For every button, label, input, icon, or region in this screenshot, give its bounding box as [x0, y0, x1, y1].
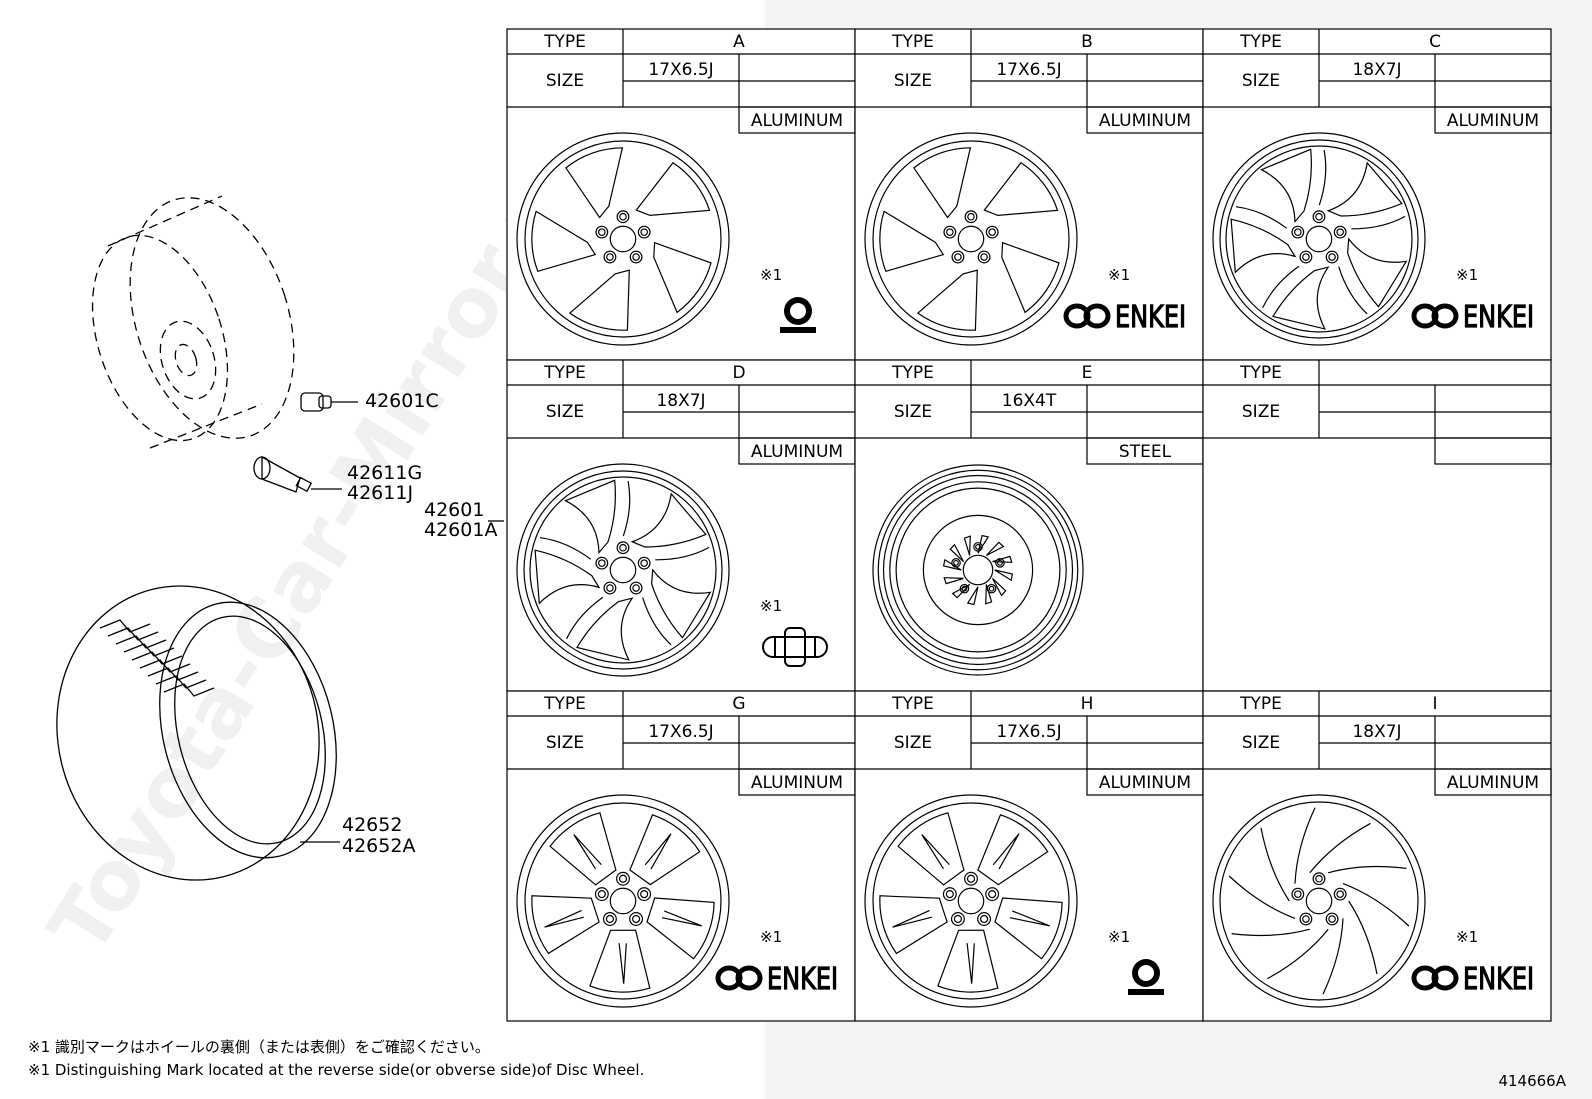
material-value: ALUMINUM	[1099, 773, 1191, 793]
wheel-curved-spoke-icon	[516, 463, 730, 677]
type-label: TYPE	[543, 32, 586, 52]
size-label: SIZE	[546, 402, 584, 422]
part-label-wheel-2: 42601A	[424, 519, 497, 541]
type-value: E	[1082, 363, 1093, 383]
size-value: 17X6.5J	[648, 60, 713, 80]
note-english: ※1 Distinguishing Mark located at the re…	[28, 1061, 644, 1079]
type-label: TYPE	[543, 694, 586, 714]
wheel-cell-d: TYPE SIZE D 18X7J ALUMINUM ※1	[506, 359, 856, 692]
left-parts	[56, 195, 504, 881]
type-label: TYPE	[1239, 694, 1282, 714]
enkei-logo: ENKEI	[1411, 300, 1535, 335]
type-value: I	[1432, 694, 1437, 714]
footnotes: ※1 識別マークはホイールの裏側（または表側）をご確認ください。 ※1 Dist…	[28, 1038, 644, 1079]
material-value: ALUMINUM	[1099, 111, 1191, 131]
callouts: 42601C 42611G 42611J 42601 42601A 42652 …	[342, 390, 497, 857]
type-value: G	[732, 694, 745, 714]
type-label: TYPE	[891, 694, 934, 714]
wheel-cell-blank: TYPE SIZE	[1202, 359, 1552, 692]
size-label: SIZE	[894, 733, 932, 753]
size-value: 17X6.5J	[996, 60, 1061, 80]
mark-ref: ※1	[1108, 928, 1130, 946]
enkei-logo: ENKEI	[715, 962, 839, 997]
round-mark-icon	[780, 297, 816, 333]
enkei-logo: ENKEI	[1063, 300, 1187, 335]
material-value: ALUMINUM	[751, 111, 843, 131]
type-label: TYPE	[891, 32, 934, 52]
wheel-type-table: TYPESIZEA17X6.5JALUMINUM※1TYPESIZEB17X6.…	[506, 28, 1552, 1022]
type-label: TYPE	[1239, 32, 1282, 52]
part-label-valve-1: 42611G	[347, 462, 422, 484]
hub-cap-icon	[300, 392, 358, 412]
material-value: ALUMINUM	[751, 773, 843, 793]
capsule-mark-icon	[762, 627, 828, 667]
size-label: SIZE	[546, 71, 584, 91]
material-value: STEEL	[1119, 442, 1172, 462]
wheel-outline	[91, 195, 295, 449]
type-label: TYPE	[891, 363, 934, 383]
enkei-text: ENKEI	[1463, 962, 1534, 996]
enkei-text: ENKEI	[1463, 300, 1534, 334]
type-value: D	[732, 363, 745, 383]
size-value: 18X7J	[1352, 722, 1401, 742]
size-label: SIZE	[1242, 71, 1280, 91]
part-label-tire-1: 42652	[342, 814, 402, 836]
size-value: 18X7J	[656, 391, 705, 411]
type-value: H	[1081, 694, 1094, 714]
enkei-text: ENKEI	[1115, 300, 1186, 334]
wheel-5-twin-spoke-icon	[864, 132, 1078, 346]
tire-icon	[56, 585, 340, 881]
material-value: ALUMINUM	[1447, 773, 1539, 793]
wheel-5-star-spoke-icon	[864, 794, 1078, 1008]
mark-ref: ※1	[1456, 266, 1478, 284]
size-label: SIZE	[894, 402, 932, 422]
size-label: SIZE	[894, 71, 932, 91]
wheel-cell-h: TYPE SIZE H 17X6.5J ALUMINUM ※1	[854, 690, 1204, 1022]
size-value: 16X4T	[1002, 391, 1057, 411]
wheel-5-twin-spoke-icon	[516, 132, 730, 346]
type-value: B	[1081, 32, 1093, 52]
mark-ref: ※1	[760, 928, 782, 946]
wheel-curved-spoke-icon	[1212, 132, 1426, 346]
size-label: SIZE	[546, 733, 584, 753]
mark-ref: ※1	[1108, 266, 1130, 284]
diagram-id: 414666A	[1498, 1072, 1566, 1090]
part-label-valve-2: 42611J	[347, 482, 413, 504]
size-value: 17X6.5J	[996, 722, 1061, 742]
type-value: C	[1429, 32, 1441, 52]
part-label-tire-2: 42652A	[342, 835, 415, 857]
wheel-steel-spare-icon	[872, 464, 1084, 676]
material-value: ALUMINUM	[1447, 111, 1539, 131]
part-label-cap: 42601C	[365, 390, 439, 412]
enkei-logo: ENKEI	[1411, 962, 1535, 997]
round-mark-icon	[1128, 959, 1164, 995]
size-label: SIZE	[1242, 733, 1280, 753]
note-japanese: ※1 識別マークはホイールの裏側（または表側）をご確認ください。	[28, 1038, 490, 1056]
part-label-wheel-1: 42601	[424, 499, 484, 521]
wheel-cell-a: TYPE SIZE A 17X6.5J ALUMINUM ※1	[506, 28, 856, 361]
wheel-swirl-spoke-icon	[1212, 794, 1426, 1008]
wheel-5-star-spoke-icon	[516, 794, 730, 1008]
wheel-cell-e: TYPE SIZE E 16X4T STEEL	[854, 359, 1204, 692]
mark-ref: ※1	[760, 266, 782, 284]
mark-ref: ※1	[760, 597, 782, 615]
size-value: 17X6.5J	[648, 722, 713, 742]
material-value: ALUMINUM	[751, 442, 843, 462]
enkei-text: ENKEI	[767, 962, 838, 996]
valve-stem-icon	[253, 455, 342, 493]
size-value: 18X7J	[1352, 60, 1401, 80]
type-label: TYPE	[543, 363, 586, 383]
mark-ref: ※1	[1456, 928, 1478, 946]
size-label: SIZE	[1242, 402, 1280, 422]
type-value: A	[733, 32, 745, 52]
type-label: TYPE	[1239, 363, 1282, 383]
